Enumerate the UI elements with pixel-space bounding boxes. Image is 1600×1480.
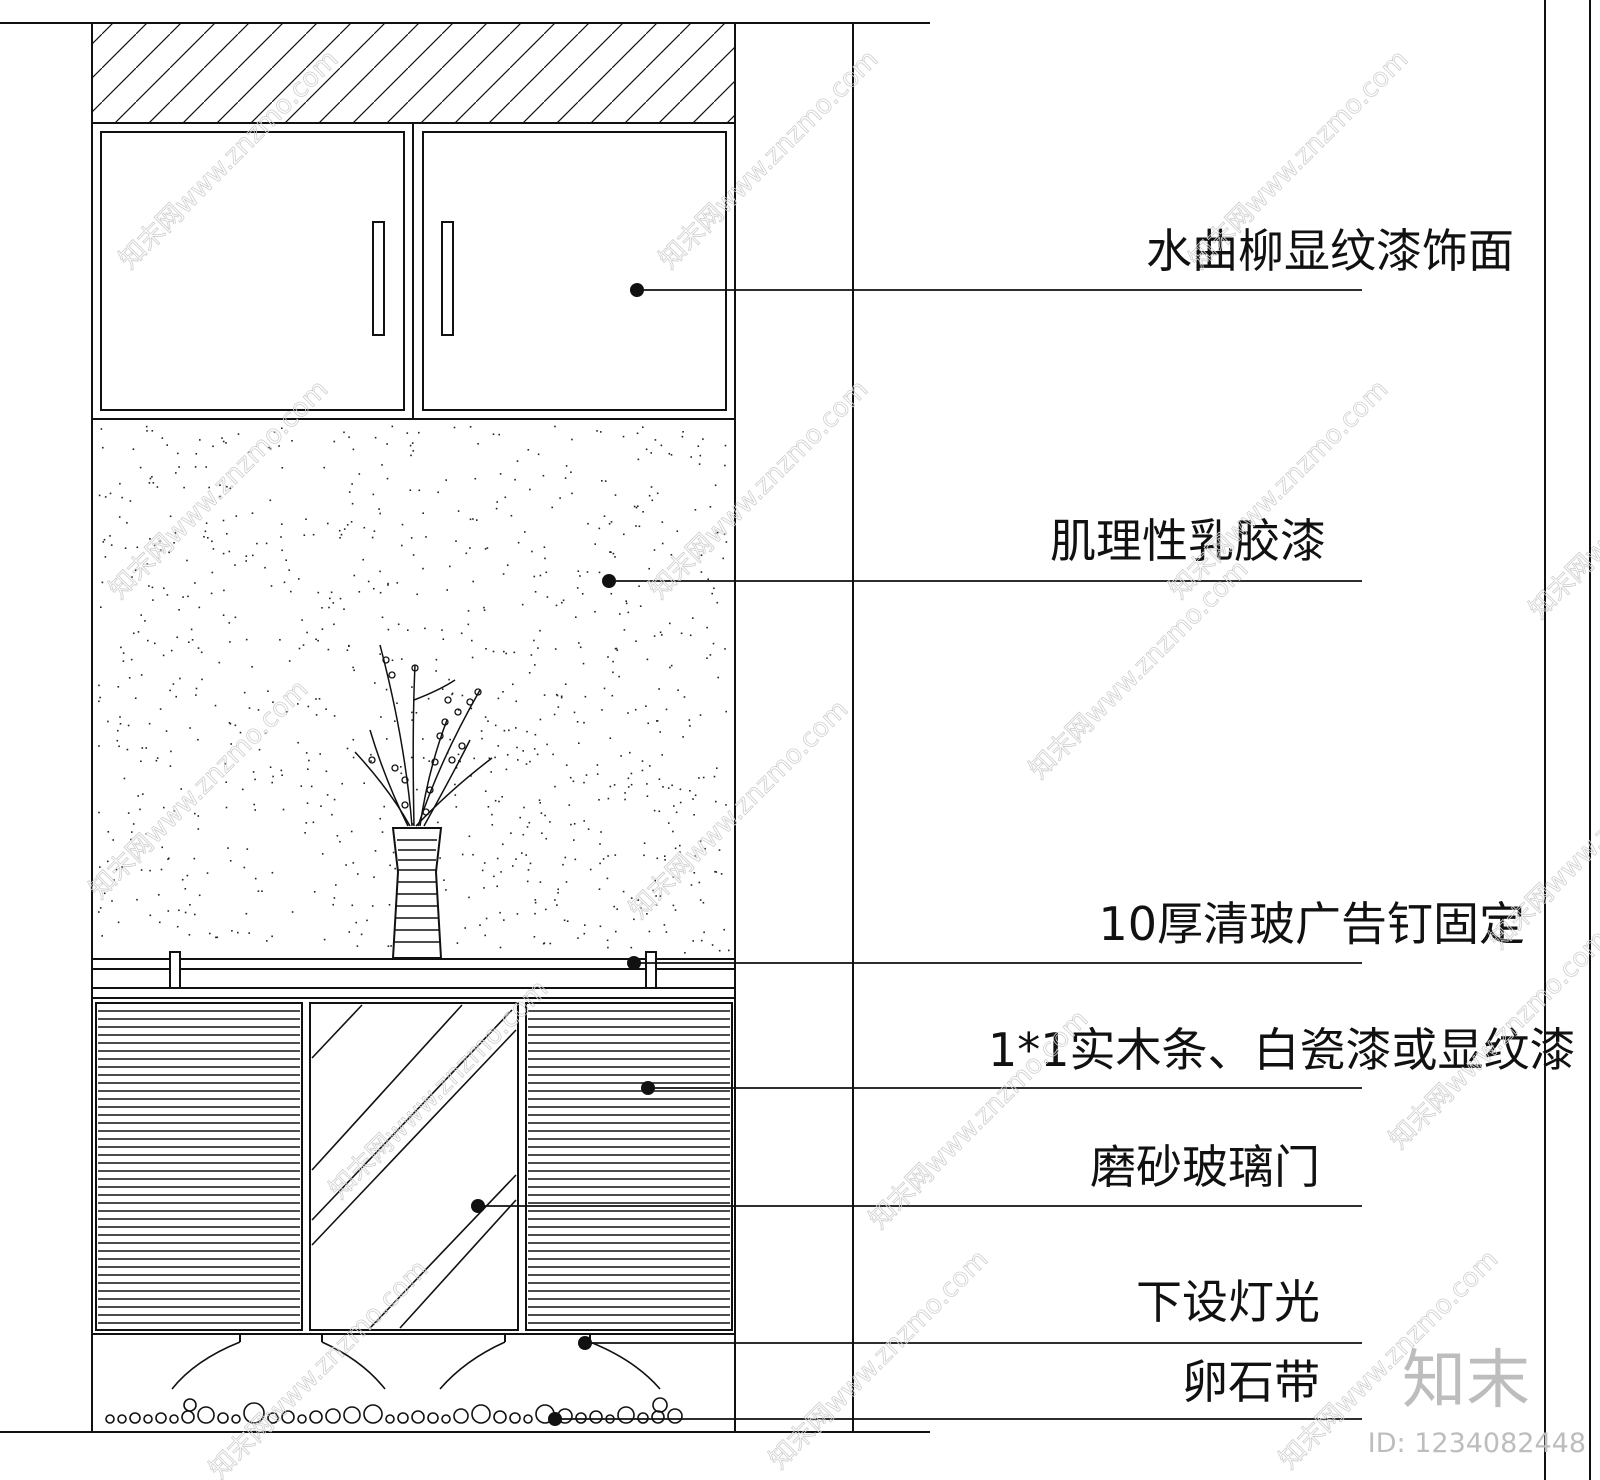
louver-door-left	[95, 1002, 303, 1331]
upper-door-right	[422, 131, 727, 411]
callout-latex: 肌理性乳胶漆	[1050, 514, 1326, 568]
svg-text:知末网www.znzmo.com: 知末网www.znzmo.com	[204, 1254, 435, 1480]
leader-dots	[471, 283, 655, 1426]
svg-text:知末网www.znzmo.com: 知末网www.znzmo.com	[84, 674, 315, 905]
svg-text:知末网www.znzmo.com: 知末网www.znzmo.com	[1524, 394, 1600, 625]
wood-strip-louvers	[98, 1010, 730, 1324]
watermark-brand: 知末	[1402, 1344, 1530, 1418]
svg-text:知末网www.znzmo.com: 知末网www.znzmo.com	[1484, 724, 1600, 955]
glass-door-reflections	[311, 1004, 517, 1329]
callout-frosted-door: 磨砂玻璃门	[1090, 1140, 1320, 1194]
svg-text:知末网www.znzmo.com: 知末网www.znzmo.com	[764, 1244, 995, 1475]
shelf-nail-right	[645, 951, 657, 989]
lighting-fixtures	[171, 1334, 661, 1390]
hatched-beam	[91, 22, 736, 124]
lower-cabinet	[91, 997, 736, 1335]
pebble-band	[105, 1397, 683, 1424]
svg-text:知末网www.znzmo.com: 知末网www.znzmo.com	[104, 374, 335, 605]
shelf-nail-left	[169, 951, 181, 989]
watermark-id: ID: 1234082448	[1368, 1428, 1586, 1459]
textured-wall	[91, 418, 736, 960]
svg-text:知末网www.znzmo.com: 知末网www.znzmo.com	[644, 374, 875, 605]
vase-decoration	[354, 644, 493, 959]
callout-lighting: 下设灯光	[1136, 1275, 1320, 1329]
callout-glass-shelf: 10厚清玻广告钉固定	[1098, 897, 1525, 951]
leader-lines	[478, 289, 1362, 1420]
louver-door-right	[525, 1002, 733, 1331]
frosted-glass-door	[309, 1002, 519, 1331]
door-handle-right	[441, 221, 454, 336]
svg-text:知末网www.znzmo.com: 知末网www.znzmo.com	[1024, 554, 1255, 785]
svg-text:知末网www.znzmo.com: 知末网www.znzmo.com	[624, 694, 855, 925]
callout-labels: 水曲柳显纹漆饰面 肌理性乳胶漆 10厚清玻广告钉固定 1*1实木条、白瓷漆或显纹…	[988, 224, 1576, 1409]
svg-text:知末网www.znzmo.com: 知末网www.znzmo.com	[1164, 374, 1395, 605]
upper-door-left	[100, 131, 405, 411]
callout-facing: 水曲柳显纹漆饰面	[1146, 224, 1514, 278]
door-handle-left	[372, 221, 385, 336]
callout-wood-strip: 1*1实木条、白瓷漆或显纹漆	[988, 1023, 1576, 1077]
callout-pebble: 卵石带	[1182, 1355, 1320, 1409]
upper-cabinet	[91, 122, 736, 420]
wall-speckles	[98, 425, 730, 954]
svg-text:知末网www.znzmo.com: 知末网www.znzmo.com	[864, 1004, 1095, 1235]
